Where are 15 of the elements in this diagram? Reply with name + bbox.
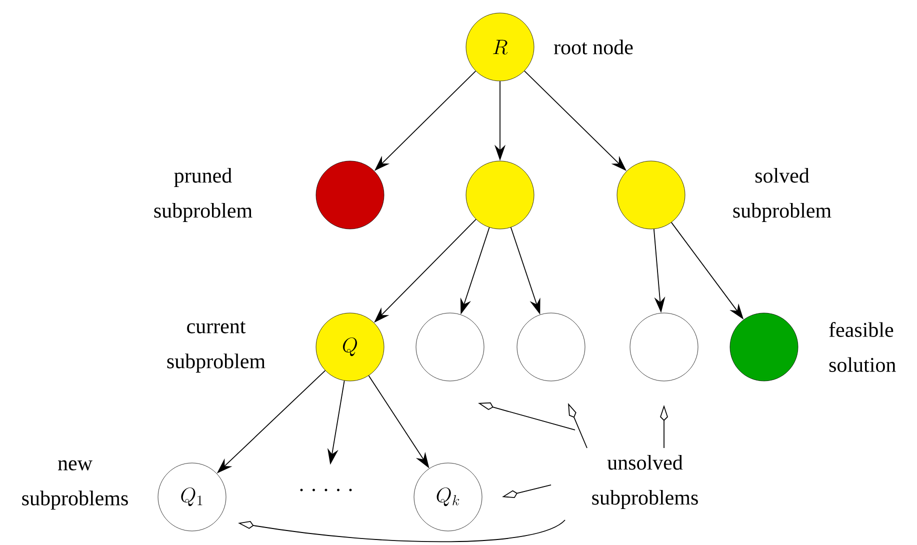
tree-node-circle — [316, 160, 384, 230]
tree-node-circle — [630, 312, 698, 382]
node-caption: solved subproblem — [733, 168, 832, 222]
tree-node-circle — [616, 160, 686, 230]
node-caption: current subproblem — [167, 321, 266, 373]
node-caption: root node — [554, 40, 633, 54]
tree-node-circle — [466, 160, 534, 230]
tree-node-circle — [416, 312, 484, 382]
ellipsis-dots: . . . . . — [300, 488, 352, 492]
node-caption: new subproblems — [22, 460, 128, 510]
node-caption: feasible solution — [829, 322, 896, 372]
callout-text: unsolved subproblems — [592, 454, 698, 509]
tree-node-circle — [730, 312, 798, 382]
tree-node-circle — [516, 312, 586, 382]
node-caption: pruned subproblem — [154, 168, 252, 222]
